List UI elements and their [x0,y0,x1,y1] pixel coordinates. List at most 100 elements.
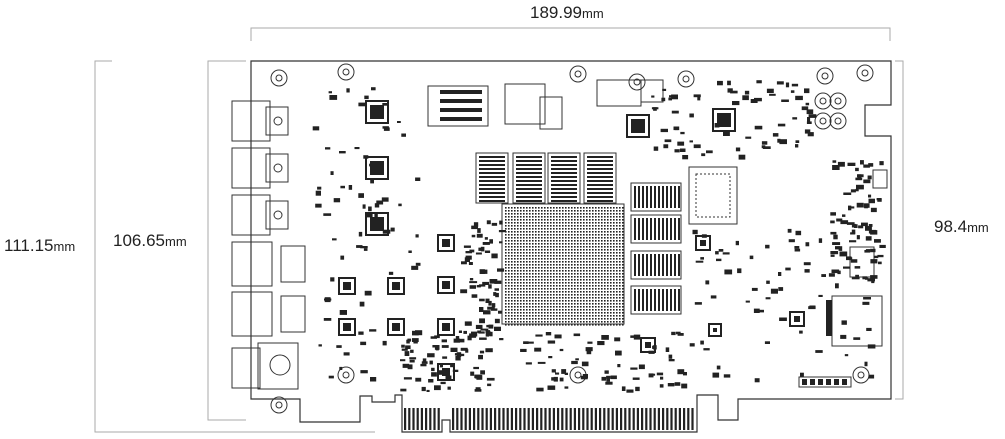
bga-ball [601,300,603,302]
bga-ball [577,207,579,209]
bga-ball [547,270,549,272]
bga-ball [562,255,564,257]
smd-part [794,248,801,252]
bga-ball [508,255,510,257]
bga-ball [622,261,624,263]
bga-ball [517,225,519,227]
mounting-hole [856,64,874,82]
bga-ball [601,252,603,254]
edge-finger [691,408,694,430]
bga-ball [598,246,600,248]
smd-part [498,230,506,233]
io-ports [231,100,306,390]
bga-ball [544,237,546,239]
bga-ball [601,255,603,257]
bga-ball [514,294,516,296]
pin-header-pin [802,379,807,385]
bga-ball [616,237,618,239]
bga-ball [538,309,540,311]
soc-marking [695,173,731,218]
bga-ball [589,267,591,269]
bga-ball [589,324,591,326]
bga-ball [622,288,624,290]
bga-ball [547,246,549,248]
bga-ball [574,312,576,314]
bga-ball [535,282,537,284]
bga-ball [595,270,597,272]
bga-ball [544,309,546,311]
bga-ball [532,324,534,326]
bga-ball [580,234,582,236]
bga-ball [562,240,564,242]
bga-ball [514,228,516,230]
qsfp-cage [280,245,306,283]
memory-pin-col [634,218,636,240]
smd-part [762,146,771,149]
bga-ball [607,210,609,212]
bga-ball [598,207,600,209]
bga-ball [565,276,567,278]
bga-ball [574,249,576,251]
bga-ball [577,252,579,254]
bga-ball [583,324,585,326]
bga-ball [574,291,576,293]
bga-ball [616,291,618,293]
smd-part [630,335,636,338]
smd-part [469,285,476,289]
mounting-hole-center [682,75,690,83]
bga-ball [565,231,567,233]
smd-part [587,341,593,344]
bga-ball [580,249,582,251]
bga-ball [568,249,570,251]
bga-ball [505,309,507,311]
bga-ball [529,294,531,296]
smd-part [561,369,567,374]
bga-ball [568,261,570,263]
smd-part [581,361,589,367]
bga-ball [610,321,612,323]
bga-ball [604,240,606,242]
bga-ball [622,324,624,326]
bga-ball [577,288,579,290]
bga-ball [604,213,606,215]
smd-part [360,370,368,374]
bga-ball [556,300,558,302]
bga-ball [535,285,537,287]
bga-ball [610,252,612,254]
bga-ball [589,234,591,236]
bga-ball [535,297,537,299]
bga-ball [544,288,546,290]
memory-pin-col [666,218,668,240]
bga-ball [505,285,507,287]
bga-ball [526,285,528,287]
bga-ball [604,282,606,284]
bga-ball [511,216,513,218]
smd-part [441,345,449,348]
smd-part [870,230,878,235]
bga-ball [550,243,552,245]
bga-ball [619,279,621,281]
bga-ball [556,264,558,266]
bga-ball [595,315,597,317]
smd-part [465,349,469,353]
bga-ball [571,231,573,233]
bga-ball [517,279,519,281]
memory-pin-row [516,184,542,186]
bga-ball [529,306,531,308]
bga-ball [562,276,564,278]
bga-ball [580,240,582,242]
bga-ball [580,210,582,212]
bga-ball [577,276,579,278]
bga-ball [586,318,588,320]
bga-ball [541,234,543,236]
smd-part [488,324,494,329]
bga-ball [547,291,549,293]
bga-ball [550,210,552,212]
smd-part [668,359,675,362]
bga-ball [610,234,612,236]
bga-ball [607,261,609,263]
memory-pin-row [551,200,577,202]
bga-ball [604,309,606,311]
bga-ball [538,243,540,245]
bga-ball [607,264,609,266]
